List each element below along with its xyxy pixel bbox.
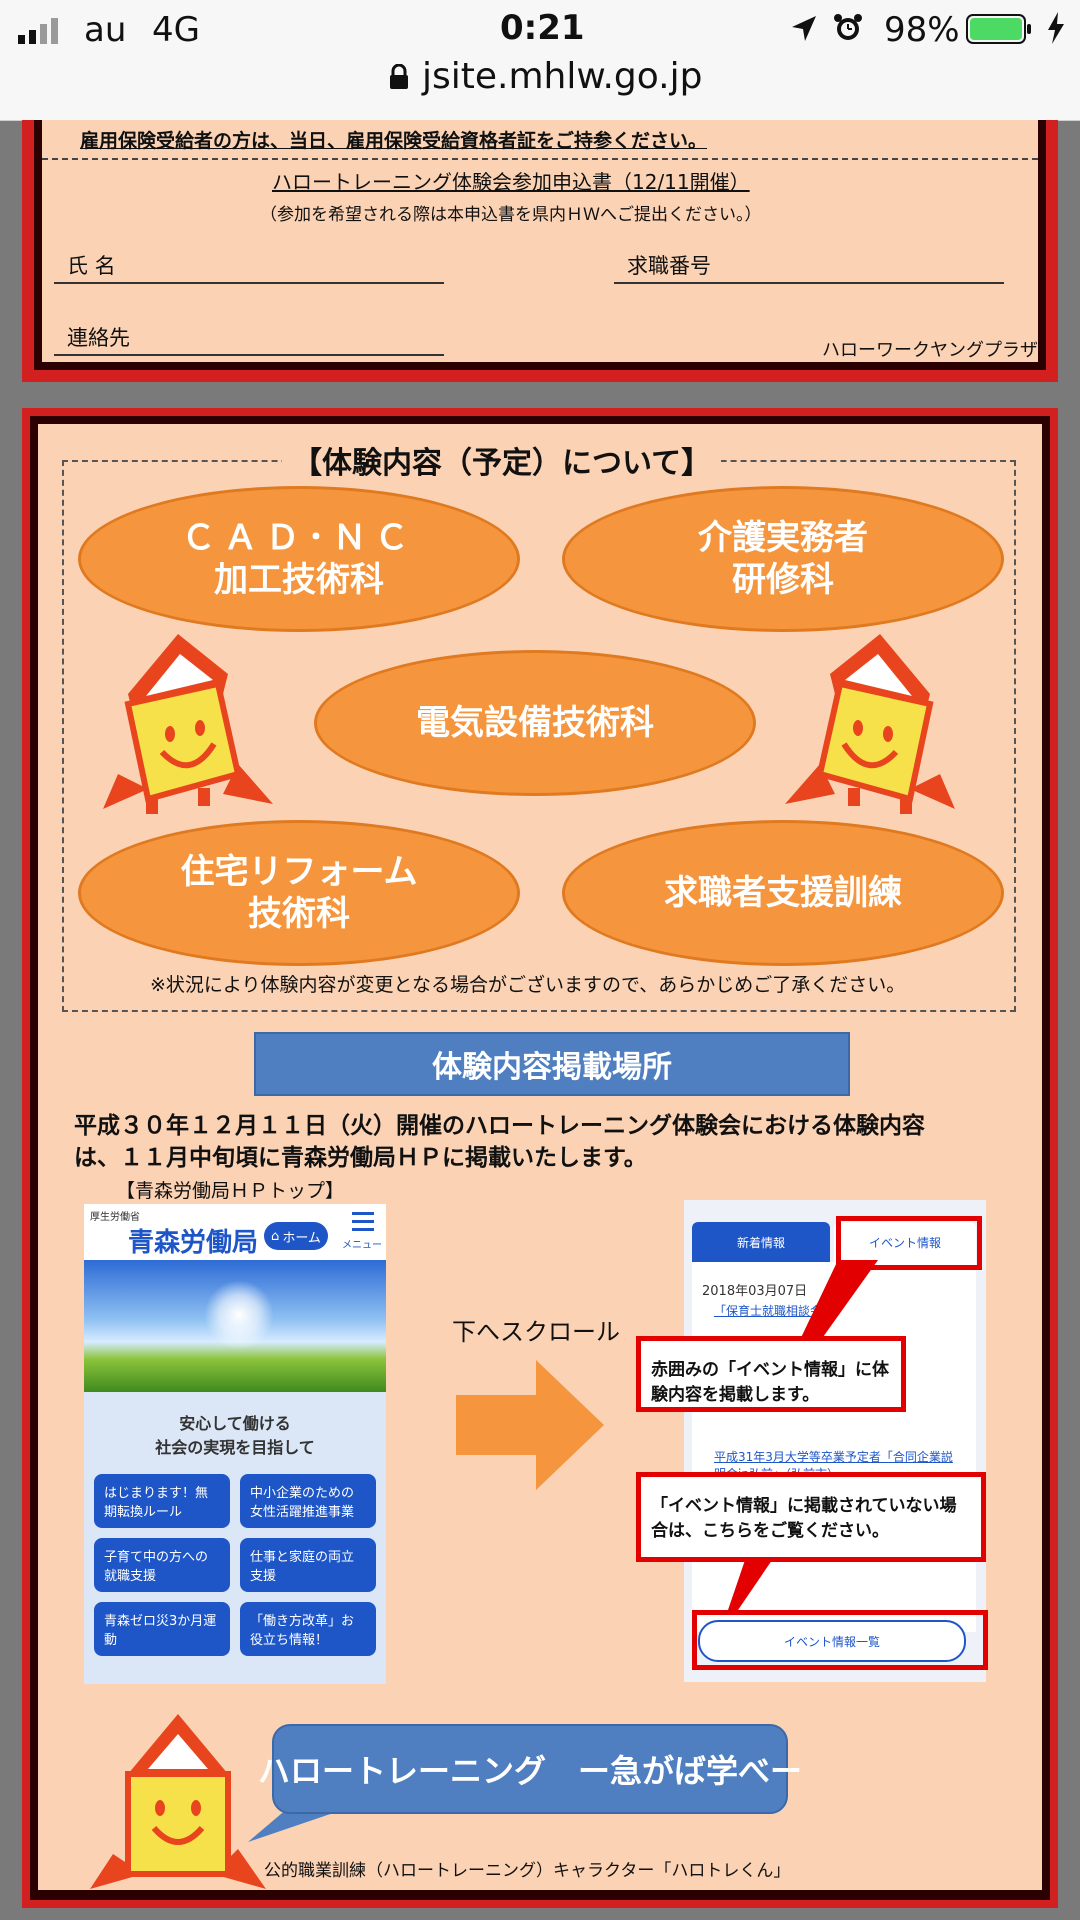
callout-not-listed: 「イベント情報」に掲載されていない場合は、こちらをご覧ください。 bbox=[636, 1472, 986, 1562]
hp-button-2[interactable]: 中小企業のための女性活躍推進事業 bbox=[240, 1474, 376, 1528]
tab-events[interactable]: イベント情報 bbox=[834, 1222, 976, 1262]
home-icon: ⌂ bbox=[271, 1228, 280, 1244]
lock-icon bbox=[388, 63, 410, 94]
course-care: 介護実務者 研修科 bbox=[562, 486, 1004, 632]
change-note: ※状況により体験内容が変更となる場合がございますので、あらかじめご了承ください。 bbox=[150, 974, 906, 996]
course-reform: 住宅リフォーム 技術科 bbox=[78, 820, 520, 966]
name-label: 氏 名 bbox=[67, 254, 116, 278]
callout-pointers bbox=[728, 1260, 878, 1610]
mascot-bottom-icon bbox=[88, 1714, 268, 1890]
browser-status-bar: au 4G 0:21 98% jsite.mhlw.go.jp bbox=[0, 0, 1080, 121]
event-list-button[interactable]: イベント情報一覧 bbox=[698, 1620, 966, 1662]
contact-label: 連絡先 bbox=[67, 326, 130, 350]
slogan-line-2: 社会の実現を目指して bbox=[155, 1438, 315, 1457]
menu-icon[interactable] bbox=[346, 1210, 380, 1244]
job-number-field-line[interactable] bbox=[614, 282, 1004, 284]
announcement-line-1: 平成３０年１２月１１日（火）開催のハロートレーニング体験会における体験内容 bbox=[74, 1113, 925, 1139]
org-small-label: 厚生労働省 bbox=[90, 1212, 140, 1223]
battery-icon bbox=[966, 14, 1032, 44]
scroll-label: 下へスクロール bbox=[452, 1318, 620, 1346]
form-title: ハロートレーニング体験会参加申込書（12/11開催） bbox=[272, 170, 750, 194]
office-label: ハローワークヤングプラザ bbox=[822, 340, 1038, 361]
network-label: 4G bbox=[152, 10, 200, 50]
character-caption: 公的職業訓練（ハロートレーニング）キャラクター「ハロトレくん」 bbox=[264, 1861, 791, 1881]
hp-button-5[interactable]: 青森ゼロ災3か月運動 bbox=[94, 1602, 230, 1656]
hp-button-3[interactable]: 子育て中の方への就職支援 bbox=[94, 1538, 230, 1592]
cut-line bbox=[42, 158, 1038, 160]
name-field-line[interactable] bbox=[54, 282, 444, 284]
menu-label: メニュー bbox=[342, 1240, 382, 1251]
hp-top-label: 【青森労働局ＨＰトップ】 bbox=[116, 1180, 345, 1202]
charging-bolt-icon bbox=[1046, 12, 1066, 48]
course-cad-nc: ＣＡＤ･ＮＣ 加工技術科 bbox=[78, 486, 520, 632]
right-arrow-icon bbox=[456, 1360, 606, 1494]
hp-button-4[interactable]: 仕事と家庭の両立支援 bbox=[240, 1538, 376, 1592]
slogan-bubble: ハロートレーニング ー急がば学べー bbox=[258, 1724, 802, 1814]
event-screenshot: 新着情報 イベント情報 2018年03月07日 「保育士就職相談会」 平成31年… bbox=[684, 1200, 986, 1682]
job-number-label: 求職番号 bbox=[627, 254, 711, 278]
slogan-line-1: 安心して働ける bbox=[179, 1414, 291, 1433]
form-panel: 雇用保険受給者の方は、当日、雇用保険受給資格者証をご持参ください。 ハロートレー… bbox=[22, 120, 1058, 382]
signal-icon bbox=[18, 18, 62, 44]
location-arrow-icon bbox=[788, 14, 818, 48]
event-link-1[interactable]: 「保育士就職相談会」 bbox=[714, 1304, 835, 1318]
sky-field-image bbox=[84, 1260, 386, 1392]
battery-percent: 98% bbox=[884, 10, 960, 50]
content-sheet: 【体験内容（予定）について】 ＣＡＤ･ＮＣ 加工技術科 介護実務者 研修科 電気… bbox=[38, 424, 1042, 1890]
home-button[interactable]: ⌂ホーム bbox=[264, 1222, 328, 1250]
carrier-label: au bbox=[84, 10, 127, 50]
hp-top-screenshot: 厚生労働省 青森労働局 ⌂ホーム メニュー 安心して働ける 社会の実現を目指して… bbox=[84, 1204, 386, 1684]
form-note: （参加を希望される際は本申込書を県内ＨＷへご提出ください。） bbox=[260, 205, 762, 225]
callout-event-info: 赤囲みの「イベント情報」に体験内容を掲載します。 bbox=[636, 1336, 906, 1412]
mascot-right-icon bbox=[780, 624, 960, 828]
event-tab-highlight bbox=[836, 1216, 982, 1270]
section-title: 【体験内容（予定）について】 bbox=[282, 438, 722, 482]
contact-field-line[interactable] bbox=[54, 354, 444, 356]
list-button-highlight bbox=[692, 1610, 988, 1670]
course-electric: 電気設備技術科 bbox=[314, 650, 756, 796]
location-banner: 体験内容掲載場所 bbox=[254, 1032, 850, 1096]
hp-button-1[interactable]: はじまります！無期転換ルール bbox=[94, 1474, 230, 1528]
clock: 0:21 bbox=[500, 8, 585, 48]
cut-line-note: 雇用保険受給者の方は、当日、雇用保険受給資格者証をご持参ください。 bbox=[80, 130, 708, 152]
announcement-line-2: は、１１月中旬頃に青森労働局ＨＰに掲載いたします。 bbox=[74, 1145, 647, 1171]
course-job-seeker: 求職者支援訓練 bbox=[562, 820, 1004, 966]
tab-news[interactable]: 新着情報 bbox=[692, 1222, 830, 1262]
event-date: 2018年03月07日 bbox=[702, 1284, 808, 1299]
org-name: 青森労働局 bbox=[128, 1228, 259, 1258]
content-panel: 【体験内容（予定）について】 ＣＡＤ･ＮＣ 加工技術科 介護実務者 研修科 電気… bbox=[22, 408, 1058, 1908]
hp-button-6[interactable]: 「働き方改革」お役立ち情報！ bbox=[240, 1602, 376, 1656]
mascot-left-icon bbox=[98, 624, 278, 828]
speech-bubble-tail bbox=[248, 1808, 348, 1842]
form-sheet: 雇用保険受給者の方は、当日、雇用保険受給資格者証をご持参ください。 ハロートレー… bbox=[42, 120, 1038, 362]
alarm-icon bbox=[832, 12, 864, 48]
url-text[interactable]: jsite.mhlw.go.jp bbox=[422, 56, 703, 97]
